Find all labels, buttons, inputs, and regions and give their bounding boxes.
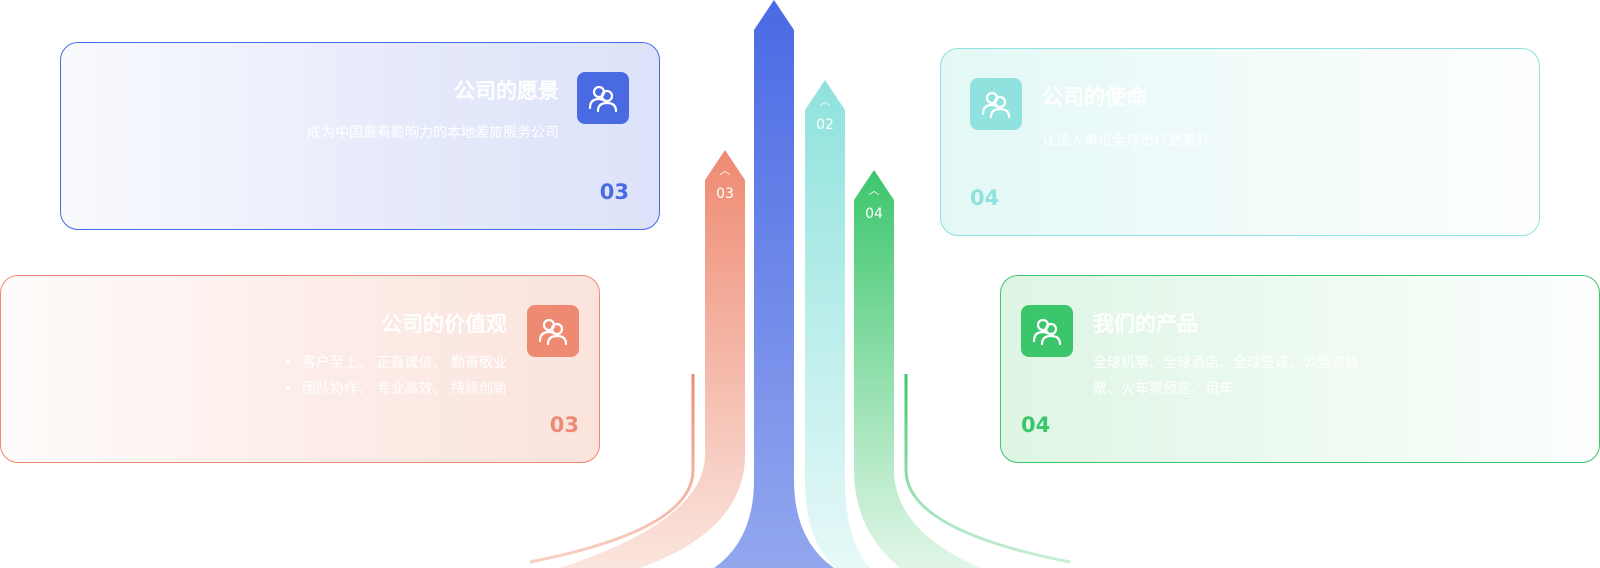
values-bullet-text: 团队协作、 专业高效、 持续创新	[302, 381, 507, 397]
users-icon	[1032, 318, 1062, 346]
mission-title: 公司的使命	[1042, 85, 1147, 109]
products-desc-line-1: 全球机票、全球酒店、全球签证、公务高铁	[1093, 355, 1359, 371]
values-icon-box	[527, 305, 579, 357]
cyan-arrow-label: 02	[816, 117, 834, 133]
vision-title: 公司的愿景	[454, 79, 559, 103]
mission-card: 公司的使命 让法人单位全球出行更美好 04	[940, 48, 1540, 236]
blue-arrow	[714, 0, 834, 568]
vision-number: 03	[599, 180, 629, 204]
users-icon	[588, 85, 618, 113]
mission-desc: 让法人单位全球出行更美好	[1042, 133, 1210, 149]
users-icon	[981, 91, 1011, 119]
values-card: 公司的价值观 • 客户至上、 正直诚信、 勤奋敬业 • 团队协作、 专业高效、 持续…	[0, 275, 600, 463]
bullet-dot: •	[283, 381, 293, 397]
values-number: 03	[549, 413, 579, 437]
products-desc-line-2: 票、火车票预定、租车	[1093, 381, 1233, 397]
products-number: 04	[1021, 413, 1051, 437]
vision-desc: 成为中国最有影响力的本地差旅服务公司	[307, 125, 559, 141]
values-bullet-1: • 客户至上、 正直诚信、 勤奋敬业	[284, 350, 507, 376]
values-bullet-2: • 团队协作、 专业高效、 持续创新	[284, 376, 507, 402]
green-arrow-label: 04	[865, 206, 883, 222]
products-card: 我们的产品 全球机票、全球酒店、全球签证、公务高铁 票、火车票预定、租车 04	[1000, 275, 1600, 463]
green-curve-line	[904, 374, 1071, 564]
values-bullet-text: 客户至上、 正直诚信、 勤奋敬业	[302, 355, 507, 371]
mission-number: 04	[970, 186, 1000, 210]
green-arrow	[854, 170, 980, 568]
bullet-dot: •	[283, 355, 293, 371]
red-arrow-label: 03	[716, 186, 734, 202]
green-arrow-caret: ︿	[868, 184, 880, 197]
products-icon-box	[1021, 305, 1073, 357]
cyan-arrow-caret: ︿	[819, 95, 831, 108]
red-curve-line	[529, 374, 695, 564]
red-arrow-caret: ︿	[719, 164, 731, 177]
products-title: 我们的产品	[1093, 312, 1198, 336]
values-title: 公司的价值观	[381, 312, 507, 336]
users-icon	[538, 318, 568, 346]
vision-icon-box	[577, 72, 629, 124]
mission-icon-box	[970, 78, 1022, 130]
red-arrow	[560, 150, 745, 568]
vision-card: 公司的愿景 成为中国最有影响力的本地差旅服务公司 03	[60, 42, 660, 230]
cyan-arrow	[805, 80, 870, 568]
